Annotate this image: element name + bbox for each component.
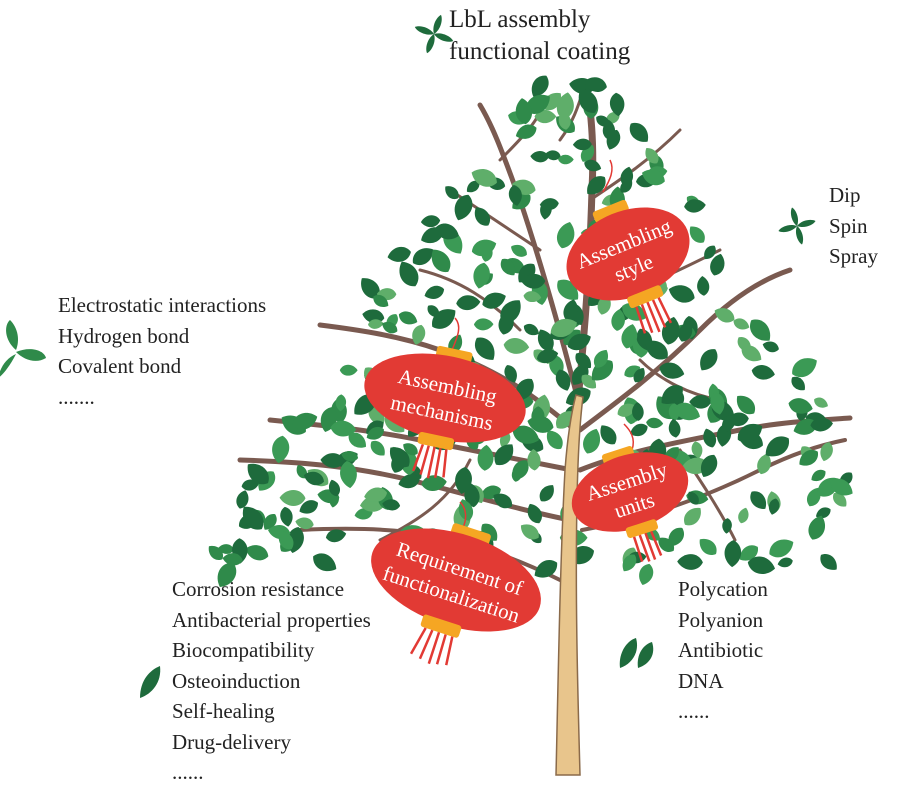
leaf [736, 506, 751, 525]
leaf [731, 315, 752, 333]
leaf [723, 539, 742, 568]
leaf [536, 481, 558, 505]
diagram-title: LbL assembly functional coating [449, 4, 630, 68]
leaf [309, 549, 341, 577]
leaf [812, 395, 831, 411]
leaf [470, 261, 493, 291]
leaf [502, 336, 531, 356]
leaf [696, 275, 711, 297]
function-item: Corrosion resistance [172, 577, 345, 601]
leaf [530, 150, 550, 163]
leaf [816, 550, 842, 575]
leaf [278, 505, 295, 528]
function-item: Drug-delivery [172, 729, 291, 754]
leaf [385, 244, 413, 265]
leaf [667, 418, 682, 439]
leaf [676, 553, 704, 571]
mechanism-item: ....... [58, 384, 95, 409]
functionalization-list: Corrosion resistance Antibacterial prope… [172, 574, 371, 788]
tree-foliage [204, 71, 857, 592]
style-leaf-icon [773, 202, 821, 250]
unit-item: DNA [678, 668, 724, 693]
leaf [695, 534, 721, 559]
function-item: Antibacterial properties [172, 607, 371, 632]
leaf [679, 503, 706, 530]
leaf [636, 561, 656, 588]
branch [577, 267, 793, 433]
leaf [339, 364, 358, 376]
leaf [786, 395, 815, 417]
leaf [396, 308, 420, 328]
leaf [625, 118, 654, 147]
style-item: Spin [829, 213, 868, 238]
lantern-assembling-mechanisms: Assembling mechanisms [364, 317, 526, 479]
branch [448, 188, 542, 252]
leaf [645, 417, 664, 430]
mechanism-item: Hydrogen bond [58, 323, 190, 348]
assembly-units-list: Polycation Polyanion Antibiotic DNA ....… [678, 574, 768, 727]
leaf [279, 489, 306, 507]
tree-trunk [555, 394, 584, 776]
assembling-mechanisms-list: Electrostatic interactions Hydrogen bond… [58, 290, 266, 412]
mechanism-leaf-icon [0, 320, 46, 377]
lantern-assembly-units: Assembly units [571, 423, 689, 563]
unit-item: Polyanion [678, 607, 764, 632]
leaf [695, 345, 722, 375]
style-item: Dip [829, 183, 861, 207]
leaf [367, 437, 389, 460]
leaf [765, 534, 798, 562]
unit-item: Polycation [678, 577, 768, 601]
mechanism-item: Covalent bond [58, 354, 182, 378]
leaf [595, 421, 621, 449]
branch [477, 102, 581, 403]
title-line-2: functional coating [449, 38, 631, 65]
function-item: Self-healing [172, 699, 275, 723]
leaf [469, 235, 499, 260]
leaf [422, 283, 447, 302]
function-item: Biocompatibility [172, 638, 315, 662]
leaf [455, 294, 481, 311]
function-item: ...... [172, 760, 204, 784]
leaf [526, 448, 542, 471]
unit-item: Antibiotic [678, 638, 764, 662]
unit-item: ...... [678, 699, 710, 723]
leaf [761, 339, 781, 355]
leaf [513, 121, 540, 143]
function-item: Osteoinduction [172, 668, 301, 693]
leaf [508, 241, 530, 260]
function-leaf-icon [140, 666, 161, 698]
branch [588, 128, 682, 202]
leaf [476, 444, 495, 472]
style-item: Spray [829, 244, 878, 268]
leaf [470, 332, 501, 365]
leaf [745, 314, 776, 347]
leaf [750, 363, 777, 382]
assembling-style-list: Dip Spin Spray [829, 180, 878, 272]
leaf [776, 555, 794, 570]
title-line-1: LbL assembly [449, 6, 591, 33]
leaf [746, 487, 771, 514]
mechanism-item: Electrostatic interactions [58, 293, 267, 317]
unit-leaf-icon [619, 638, 654, 668]
leaf [666, 281, 698, 307]
leaf [473, 318, 494, 331]
